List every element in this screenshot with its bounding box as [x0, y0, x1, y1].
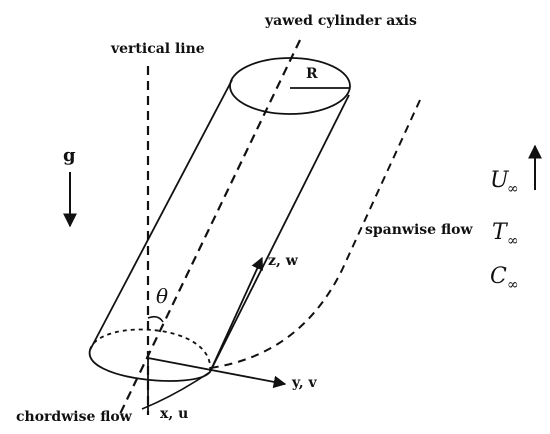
yawed-cylinder-axis [119, 39, 301, 415]
x-axis-label: x, u [160, 406, 188, 422]
freestream-U-subscript: ∞ [507, 181, 519, 197]
spanwise-flow-curve [209, 99, 421, 369]
radius-label: R [306, 66, 318, 82]
z-axis-label: z, w [268, 253, 299, 269]
axis-label: yawed cylinder axis [264, 13, 417, 29]
freestream-C-subscript: ∞ [507, 277, 519, 293]
cylinder-bottom-back-arc [89, 328, 211, 373]
cylinder [89, 57, 351, 382]
cylinder-right-edge [209, 94, 350, 373]
theta-label: θ [156, 284, 168, 308]
freestream-U: U ∞ [490, 168, 519, 197]
y-axis-arrow [147, 357, 287, 389]
theta-arc [147, 315, 164, 323]
freestream-U-symbol: U [490, 168, 510, 193]
freestream-C-symbol: C [490, 264, 507, 289]
spanwise-flow-label: spanwise flow [365, 222, 473, 238]
freestream-T-symbol: T [492, 220, 509, 245]
freestream-C: C ∞ [490, 264, 519, 293]
vertical-line-label: vertical line [110, 41, 205, 57]
freestream-T-subscript: ∞ [507, 233, 519, 249]
freestream-T: T ∞ [492, 220, 519, 249]
gravity-label: g [63, 145, 76, 166]
cylinder-top-ellipse [229, 57, 351, 115]
chordwise-flow-label: chordwise flow [16, 409, 133, 425]
cylinder-left-edge [89, 79, 233, 351]
y-axis-label: y, v [291, 375, 318, 391]
z-axis-arrow [209, 256, 264, 373]
